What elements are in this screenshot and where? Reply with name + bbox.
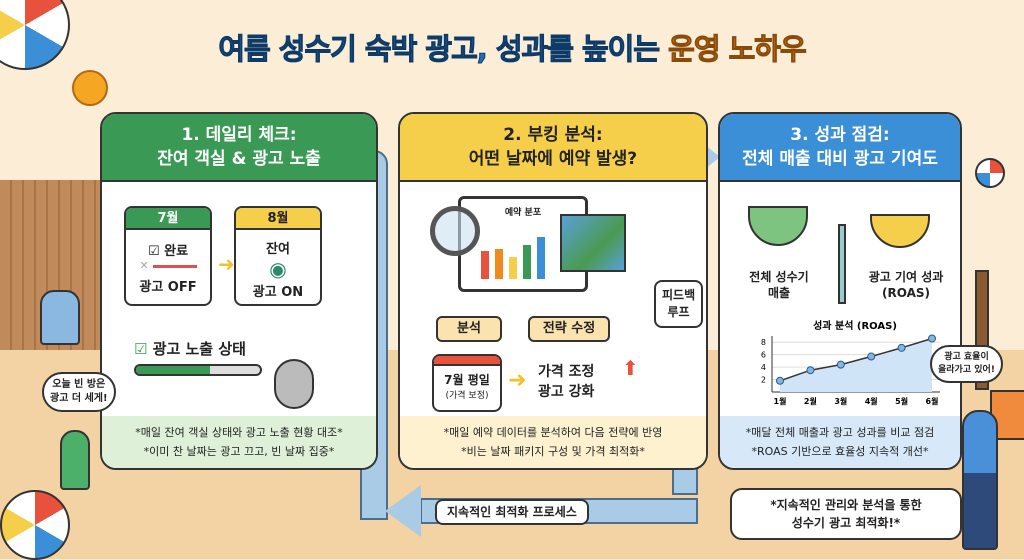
beach-ball-icon	[975, 158, 1005, 188]
panel-footer: *매일 예약 데이터를 분석하여 다음 전략에 반영*비는 날짜 패키지 구성 …	[400, 416, 706, 468]
data-point	[928, 334, 936, 343]
x-tick-label: 5월	[895, 396, 908, 406]
x-tick-label: 6월	[926, 396, 939, 406]
panel-heading: 2. 부킹 분석:어떤 날짜에 예약 발생?	[400, 114, 706, 182]
arrow-left-icon	[385, 485, 421, 537]
page-title: 여름 성수기 숙박 광고, 성과를 높이는 운영 노하우	[218, 32, 807, 67]
panel-footer: *매일 잔여 객실 상태와 광고 노출 현황 대조**이미 찬 날짜는 광고 끄…	[102, 416, 376, 468]
calendar-july: 7월 ☑ 완료 ✕ 광고 OFF	[124, 206, 212, 306]
bar-chart-icon	[481, 237, 545, 279]
x-tick-label: 2월	[804, 396, 817, 406]
tag-strategy: 전략 수정	[528, 316, 610, 342]
calendar-august: 8월 잔여 ◉ 광고 ON	[234, 206, 322, 306]
cross-icon: ✕	[126, 259, 210, 272]
arrow-right-icon: ➜	[218, 252, 235, 276]
y-tick-label: 4	[761, 363, 766, 372]
beach-ball-icon	[0, 490, 70, 560]
money-bowl-icon	[748, 206, 808, 246]
map-icon	[560, 214, 626, 272]
data-point	[776, 376, 784, 385]
x-tick-label: 3월	[834, 396, 847, 406]
roas-chart: 성과 분석 (ROAS) 2 4 6 8 1월 2월 3월 4월 5월 6월	[761, 319, 940, 406]
chart-title: 성과 분석 (ROAS)	[813, 319, 897, 332]
process-label: 지속적인 최적화 프로세스	[435, 499, 589, 525]
person-left	[60, 430, 90, 490]
tag-analysis: 분석	[436, 316, 502, 342]
y-tick-label: 2	[761, 376, 766, 385]
person-right	[962, 410, 998, 550]
series-line	[779, 337, 933, 382]
panel-daily-check: 1. 데일리 체크:잔여 객실 & 광고 노출 7월 ☑ 완료 ✕ 광고 OFF…	[100, 112, 378, 470]
check-icon: ☑	[134, 340, 148, 358]
panel-heading: 3. 성과 점검:전체 매출 대비 광고 기여도	[720, 114, 960, 182]
scale-pillar	[838, 224, 846, 304]
money-bags-icon	[870, 214, 930, 248]
panel-heading: 1. 데일리 체크:잔여 객실 & 광고 노출	[102, 114, 376, 182]
calendar-july-weekday: 7월 평일 (가격 보정)	[432, 354, 502, 412]
data-point	[897, 343, 906, 352]
arrow-up-icon: ⬆	[622, 356, 639, 380]
y-tick-label: 6	[761, 351, 766, 360]
data-point	[867, 352, 876, 361]
mouse-hand-icon	[274, 359, 314, 409]
eye-icon: ◉	[269, 257, 287, 281]
exposure-progress-bar	[134, 364, 262, 376]
roas-label: 광고 기여 성과(ROAS)	[868, 270, 944, 300]
done-checkbox: ☑ 완료	[147, 244, 189, 259]
exposure-status: ☑ 광고 노출 상태	[134, 340, 246, 358]
data-point	[806, 366, 815, 375]
data-point	[836, 360, 845, 369]
x-tick-label: 1월	[774, 396, 787, 406]
sun-icon	[72, 70, 108, 106]
area-fill	[780, 338, 932, 392]
y-tick-label: 8	[761, 338, 766, 347]
arrow-right-icon: ➜	[508, 368, 527, 393]
person-desk	[40, 290, 80, 345]
x-tick-label: 4월	[865, 396, 878, 406]
panel-footer: *매달 전체 매출과 광고 성과를 비교 점검*ROAS 기반으로 효율성 지속…	[720, 416, 960, 468]
magnifier-icon	[430, 206, 480, 256]
